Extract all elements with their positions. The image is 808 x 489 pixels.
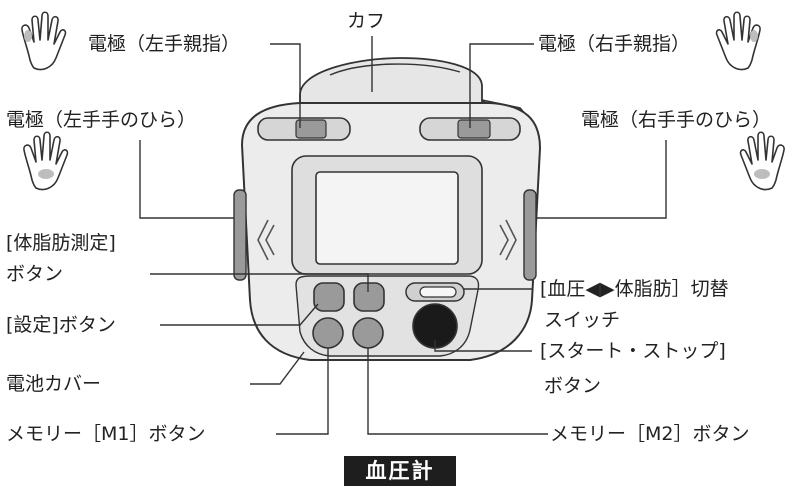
label-electrode-left-thumb: 電極（左手親指） [88, 33, 241, 55]
leader-lines [139, 36, 667, 435]
label-electrode-left-palm: 電極（左手手のひら） [6, 109, 197, 131]
label-body-fat-measure-line2: ボタン [6, 263, 64, 285]
blood-pressure-monitor-body [233, 102, 542, 361]
label-battery-cover: 電池カバー [6, 373, 102, 395]
label-mode-switch-line2: スイッチ [544, 309, 621, 331]
label-memory-m2: メモリー［M2］ボタン [550, 423, 750, 445]
label-memory-m1: メモリー［M1］ボタン [6, 423, 206, 445]
label-settings-button: [設定]ボタン [6, 314, 116, 336]
hand-icon-left-thumb [21, 11, 67, 71]
hand-icon-right-palm [739, 131, 785, 191]
memory-m2-button[interactable] [352, 317, 384, 349]
label-start-stop-line1: [スタート・ストップ] [540, 340, 726, 362]
body-fat-measure-button[interactable] [313, 282, 345, 312]
label-mode-switch-line1: [血圧◀▶体脂肪］切替 [540, 278, 729, 300]
settings-key[interactable] [353, 282, 385, 312]
label-electrode-right-thumb: 電極（右手親指） [538, 33, 691, 55]
hand-icon-right-thumb [715, 11, 761, 71]
diagram-caption: 血圧計 [344, 456, 456, 486]
memory-m1-button[interactable] [312, 317, 344, 349]
label-cuff: カフ [347, 10, 386, 32]
hand-icon-left-palm [23, 131, 69, 191]
label-start-stop-line2: ボタン [544, 375, 602, 397]
mode-toggle-switch[interactable] [405, 282, 465, 302]
label-body-fat-measure-line1: [体脂肪測定] [6, 232, 116, 254]
label-electrode-right-palm: 電極（右手手のひら） [581, 109, 772, 131]
